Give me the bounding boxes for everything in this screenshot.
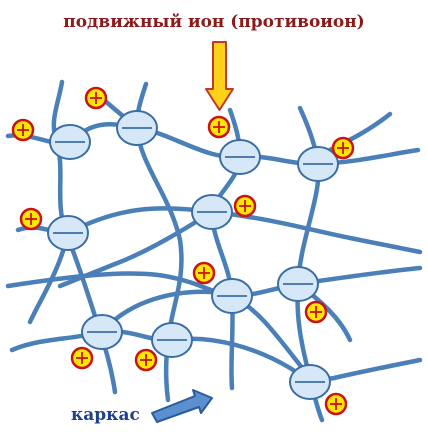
fixed-ion-icon [151,322,193,358]
framework-label: каркас [71,405,140,425]
fixed-ion-icon [81,314,123,350]
right-arrow-icon [151,389,213,423]
mobile-ion-icon [192,261,216,285]
fixed-ion-icon [297,146,339,182]
chain-branch-2 [57,209,215,289]
fixed-ion-icon [116,110,158,146]
mobile-ion-icon [70,346,94,370]
mobile-ions [11,86,355,416]
mobile-ion-icon [233,194,257,218]
mobile-ion-icon [84,86,108,110]
mobile-ion-icon [304,300,328,324]
fixed-ion-icon [191,194,233,230]
fixed-ion-icon [47,215,89,251]
fixed-ions [47,110,339,400]
fixed-ion-icon [211,278,253,314]
mobile-ion-icon [134,348,158,372]
mobile-ion-icon [207,115,231,139]
mobile-ion-icon [331,136,355,160]
fixed-ion-icon [289,364,331,400]
down-arrow-icon [205,41,234,111]
counterion-label: подвижный ион (противоион) [63,12,364,32]
mobile-ion-icon [11,118,35,142]
mobile-ion-icon [324,392,348,416]
fixed-ion-icon [219,139,261,175]
fixed-ion-icon [277,266,319,302]
mobile-ion-icon [19,207,43,231]
fixed-ion-icon [49,124,91,160]
